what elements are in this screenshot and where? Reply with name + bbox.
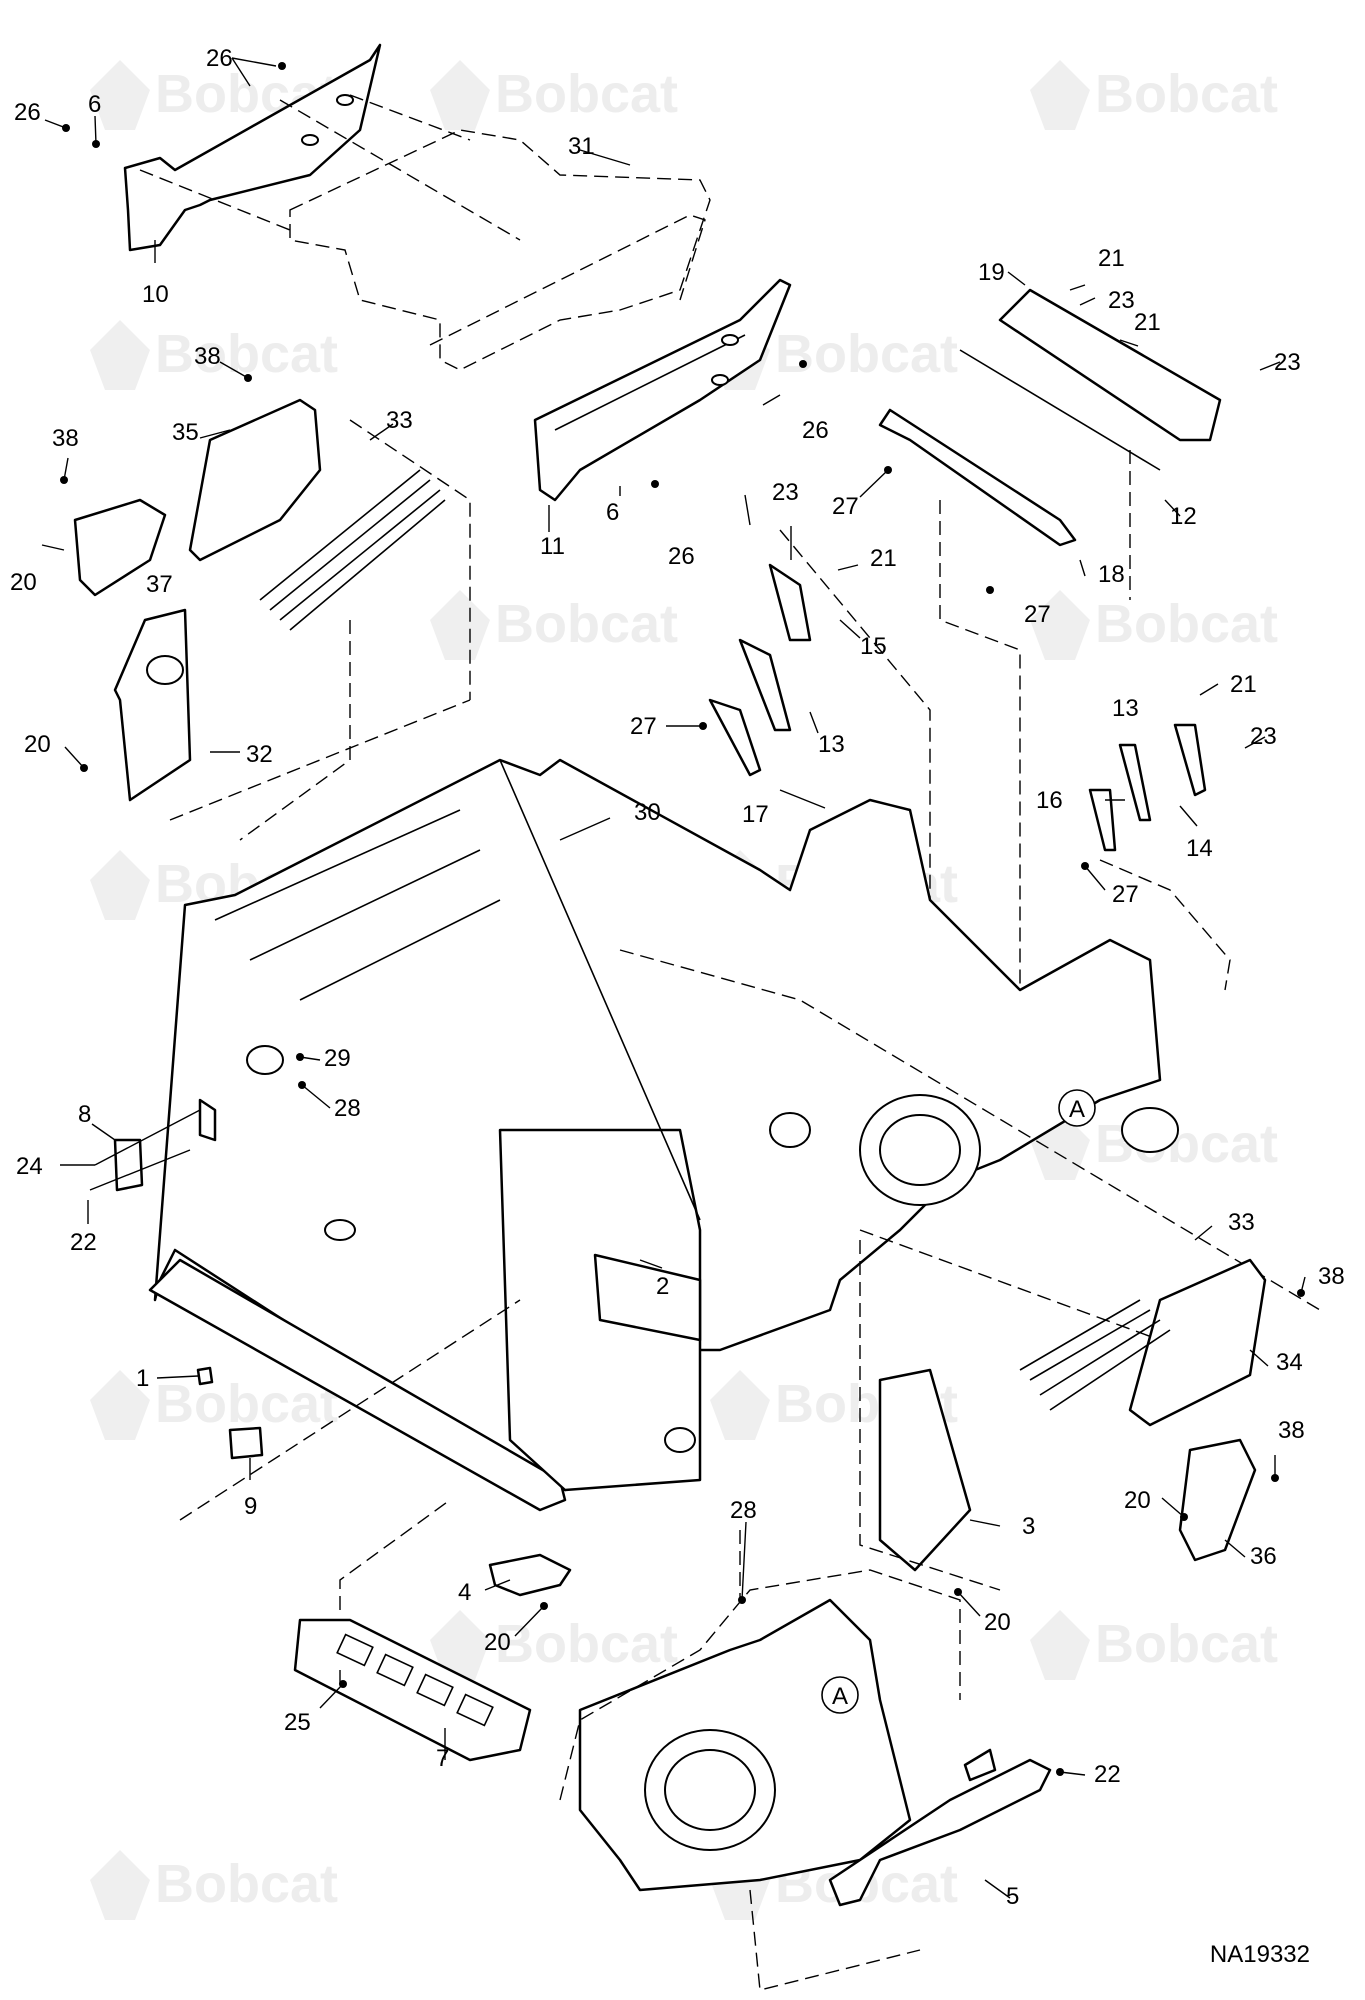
callout: 21: [1098, 245, 1125, 272]
watermark-text: Bobcat: [155, 1854, 338, 1914]
callout: 5: [1006, 1883, 1019, 1910]
small-parts: [196, 1366, 264, 1460]
bottom-axle-housing: [559, 1530, 961, 1991]
watermark-text: Bobcat: [495, 1614, 678, 1674]
callout: 8: [78, 1101, 91, 1128]
shield-11: [533, 278, 792, 502]
figure-id: NA19332: [1210, 1941, 1310, 1968]
callout: 23: [1274, 349, 1301, 376]
callout: 27: [1112, 881, 1139, 908]
leader-lines: [41, 57, 1306, 1899]
callout: 31: [568, 133, 595, 160]
callout: 32: [246, 741, 273, 768]
callout: 25: [284, 1709, 311, 1736]
callout: 38: [194, 343, 221, 370]
callout: 22: [70, 1229, 97, 1256]
mount-bracket-8: [89, 1098, 217, 1192]
callout: 18: [1098, 561, 1125, 588]
callout: 33: [1228, 1209, 1255, 1236]
callout: 11: [540, 533, 565, 560]
watermark-text: Bobcat: [495, 594, 678, 654]
callout: 20: [1124, 1487, 1151, 1514]
watermark-text: Bobcat: [495, 64, 678, 124]
belly-pan-7: [293, 1499, 532, 1762]
middle-brackets: [708, 529, 931, 920]
callout: 38: [1318, 1263, 1345, 1290]
callout: 19: [978, 259, 1005, 286]
callout: 29: [324, 1045, 351, 1072]
callout: 21: [870, 545, 897, 572]
callout: 2: [656, 1273, 669, 1300]
callout: 26: [802, 417, 829, 444]
callout: 7: [436, 1745, 449, 1772]
callout: 3: [1022, 1513, 1035, 1540]
callout-labels: 26 26 6 10 31 38 35 33 38 37 20 32 20 11…: [10, 45, 1345, 1910]
callout: 33: [386, 407, 413, 434]
callout: 16: [1036, 787, 1063, 814]
callout: 6: [88, 91, 101, 118]
right-small-brackets: [1088, 723, 1231, 991]
phantom-panel-31: [289, 129, 711, 371]
reference-mark-a-upper: A: [1058, 1089, 1096, 1127]
callout: 12: [1170, 503, 1197, 530]
reference-mark-a-lower: A: [821, 1676, 859, 1714]
callout: 24: [16, 1153, 43, 1180]
fastener-dots: [60, 62, 1305, 1776]
right-hydraulic-covers: [859, 1240, 1267, 1591]
callout: 38: [1278, 1417, 1305, 1444]
callout: 20: [10, 569, 37, 596]
watermark-text: Bobcat: [775, 324, 958, 384]
callout: 27: [832, 493, 859, 520]
main-frame-30: [148, 758, 1321, 1521]
callout: 28: [730, 1497, 757, 1524]
watermark-text: Bobcat: [155, 324, 338, 384]
callout: 20: [484, 1629, 511, 1656]
callout: 26: [668, 543, 695, 570]
callout: 28: [334, 1095, 361, 1122]
callout: 13: [1112, 695, 1139, 722]
callout: 27: [1024, 601, 1051, 628]
reference-mark-label: A: [832, 1683, 848, 1710]
callout: 27: [630, 713, 657, 740]
callout: 6: [606, 499, 619, 526]
callout: 14: [1186, 835, 1213, 862]
right-top-brackets: [878, 288, 1222, 990]
callout: 20: [24, 731, 51, 758]
callout: 37: [146, 571, 173, 598]
reference-mark-label: A: [1069, 1096, 1085, 1123]
watermark-text: Bobcat: [155, 1374, 338, 1434]
callout: 35: [172, 419, 199, 446]
callout: 1: [136, 1365, 149, 1392]
callout: 22: [1094, 1761, 1121, 1788]
callout: 26: [14, 99, 41, 126]
callout: 21: [1230, 671, 1257, 698]
skid-plate-5: [828, 1748, 1052, 1907]
callout: 21: [1134, 309, 1161, 336]
watermark-text: Bobcat: [1095, 64, 1278, 124]
callout: 34: [1276, 1349, 1303, 1376]
upper-shield-left: [123, 43, 521, 252]
callout: 23: [1108, 287, 1135, 314]
callout: 36: [1250, 1543, 1277, 1570]
callout: 17: [742, 801, 769, 828]
callout: 23: [1250, 723, 1277, 750]
callout: 13: [818, 731, 845, 758]
callout: 15: [860, 633, 887, 660]
callout: 20: [984, 1609, 1011, 1636]
access-cover-4: [488, 1553, 572, 1597]
left-hydraulic-covers: [73, 398, 471, 841]
callout: 30: [634, 799, 661, 826]
watermark-text: Bobcat: [1095, 594, 1278, 654]
callout: 10: [142, 281, 169, 308]
callout: 23: [772, 479, 799, 506]
callout: 26: [206, 45, 233, 72]
callout: 4: [458, 1579, 471, 1606]
callout: 38: [52, 425, 79, 452]
watermark-text: Bobcat: [1095, 1614, 1278, 1674]
callout: 9: [244, 1493, 257, 1520]
